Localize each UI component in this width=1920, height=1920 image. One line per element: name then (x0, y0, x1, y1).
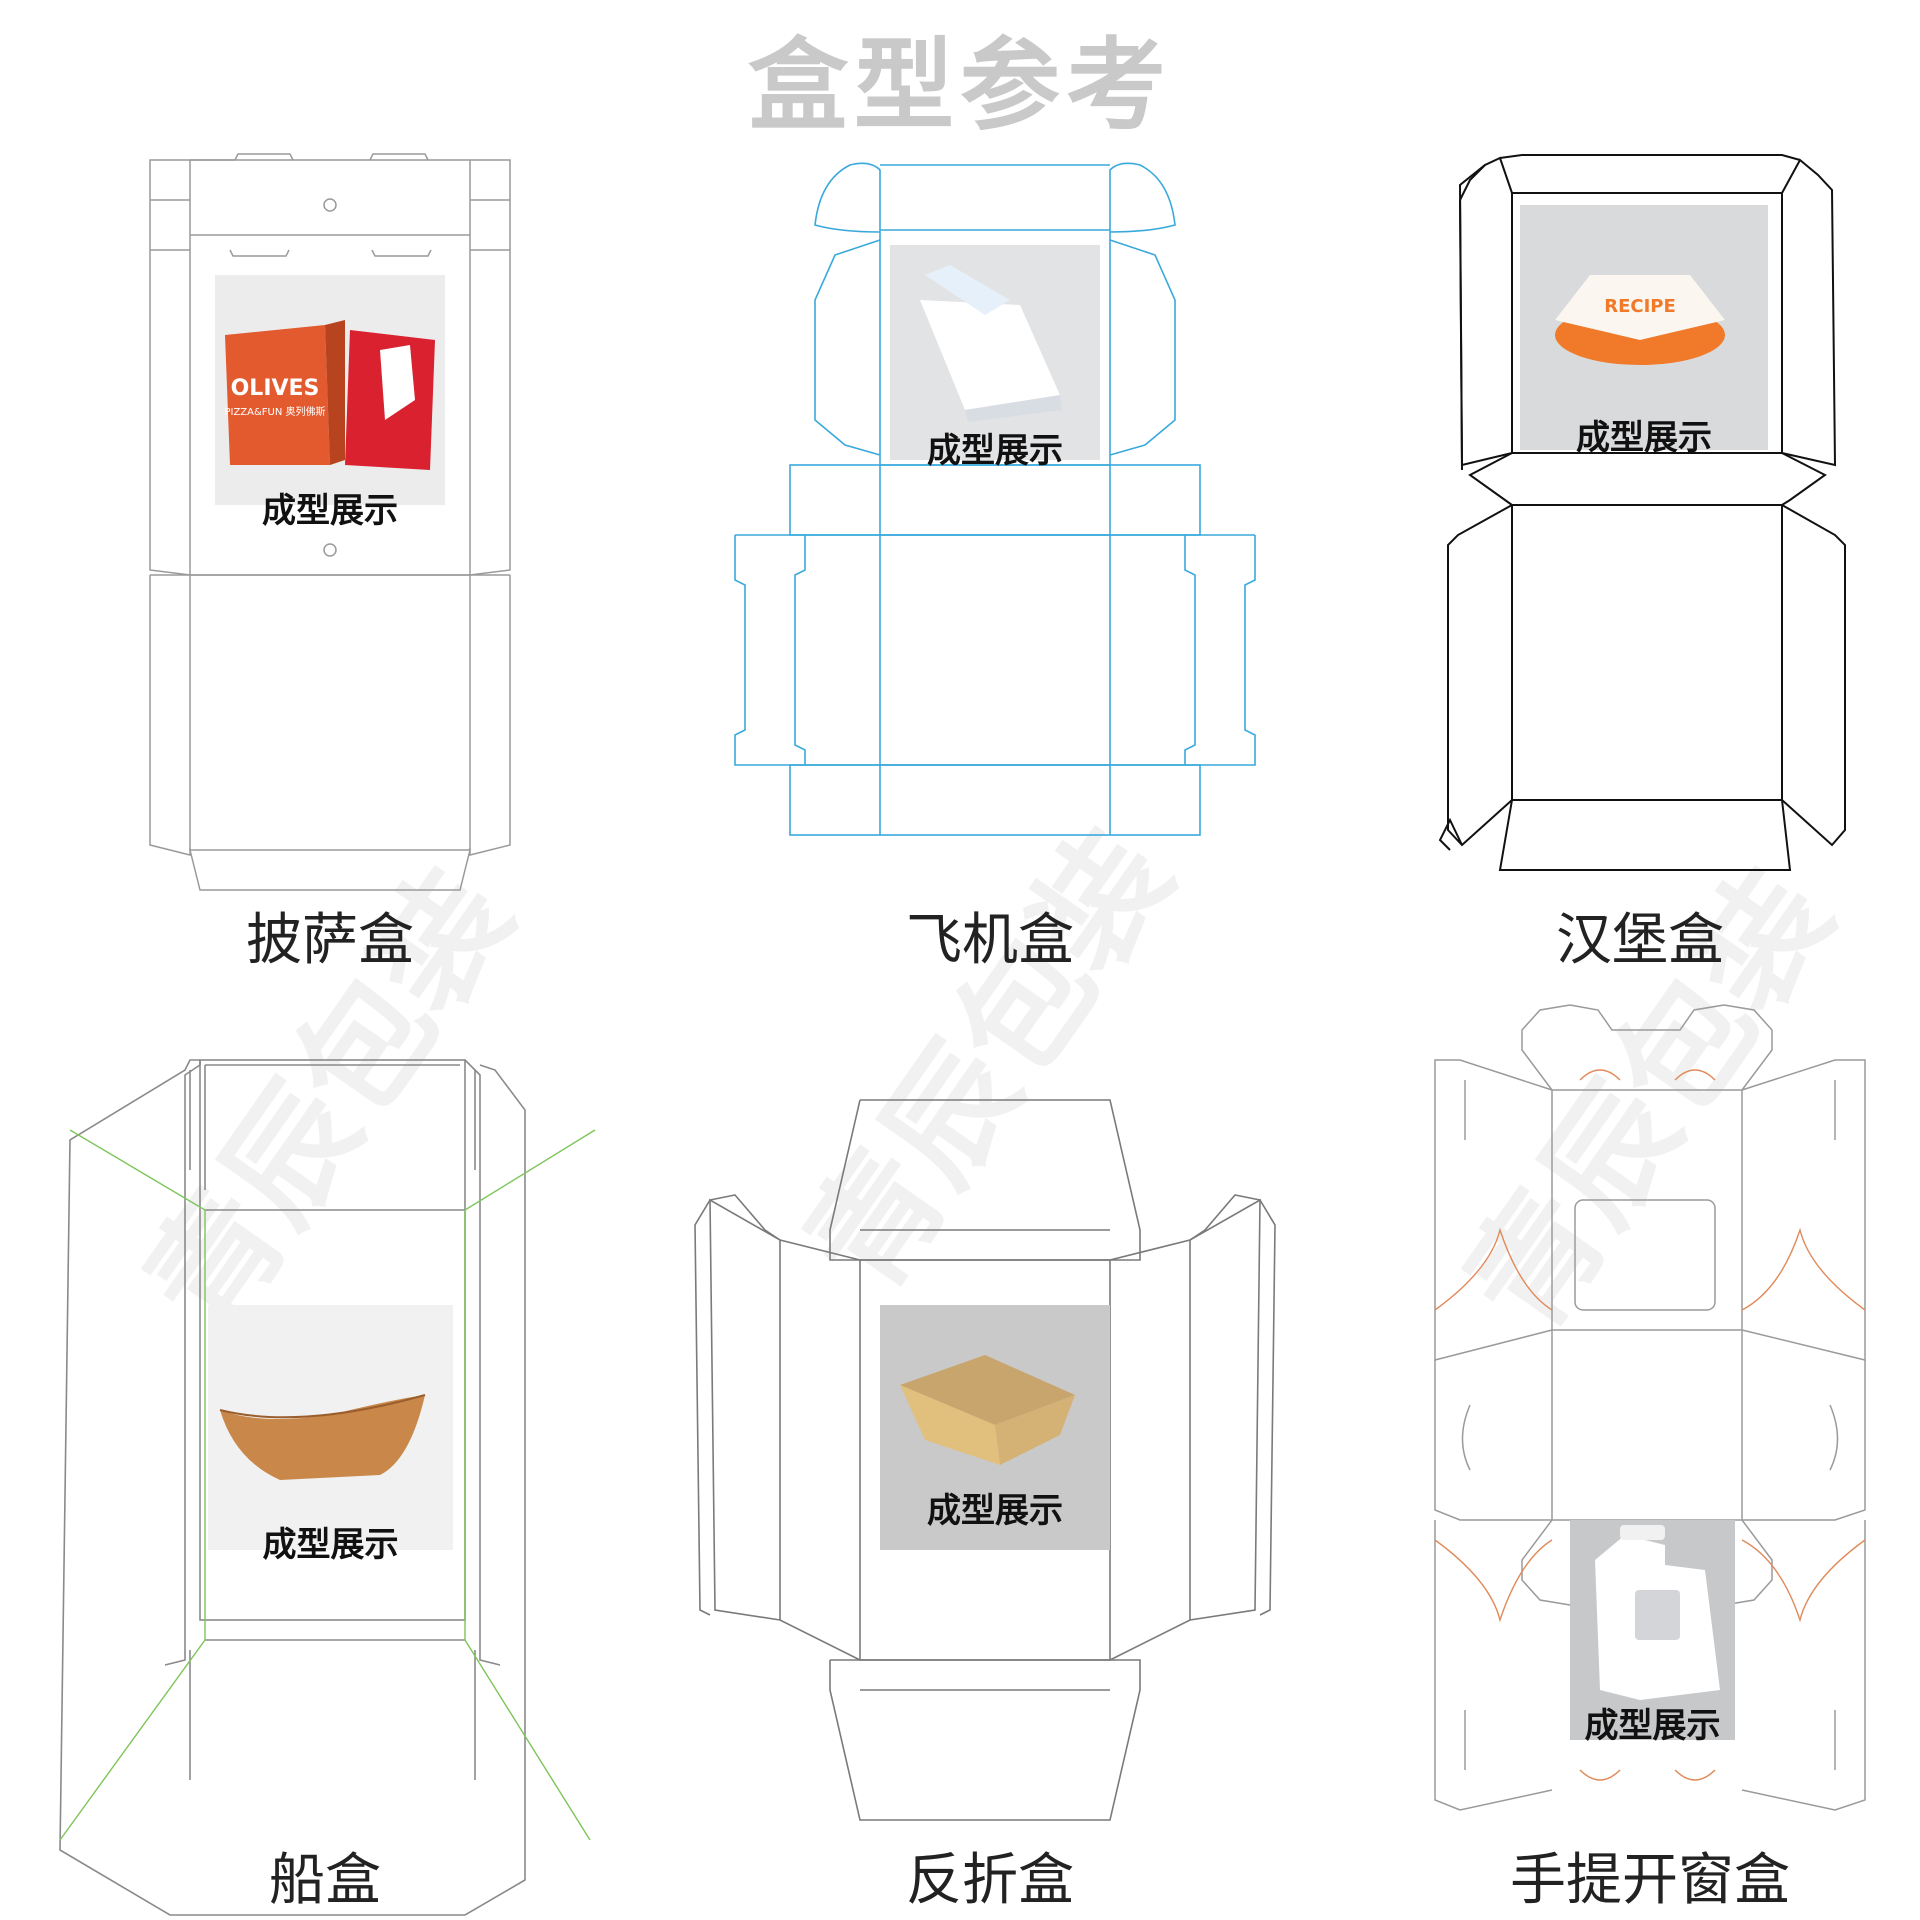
boat-box-dieline (59, 1059, 526, 1916)
boat-box-photo (208, 1305, 453, 1550)
photo-label: 成型展示 (927, 431, 1063, 471)
photo-label: 成型展示 (262, 1525, 399, 1565)
caption-airplane-box: 飞机盒 (906, 908, 1074, 973)
caption-foldback-box: 反折盒 (906, 1848, 1074, 1913)
burger-box-dieline (1438, 154, 1846, 871)
airplane-box-dieline (734, 162, 1256, 836)
handle-box-accent-curves (1434, 1069, 1866, 1781)
caption-pizza-box: 披萨盒 (246, 908, 414, 973)
caption-handle-window-box: 手提开窗盒 (1510, 1848, 1790, 1913)
photo-label: 成型展示 (262, 491, 398, 531)
foldback-box-dieline (694, 1099, 1276, 1821)
pizza-box-dieline (149, 153, 511, 891)
boat-box-creases (59, 1129, 596, 1841)
photo-label: 成型展示 (1584, 1706, 1721, 1746)
caption-burger-box: 汉堡盒 (1556, 908, 1724, 973)
photo-label: 成型展示 (927, 1491, 1063, 1531)
caption-boat-box: 船盒 (269, 1848, 381, 1913)
pizza-box-photo (215, 275, 445, 505)
page-title: 盒型参考 (748, 27, 1172, 144)
photo-label: 成型展示 (1576, 418, 1712, 458)
